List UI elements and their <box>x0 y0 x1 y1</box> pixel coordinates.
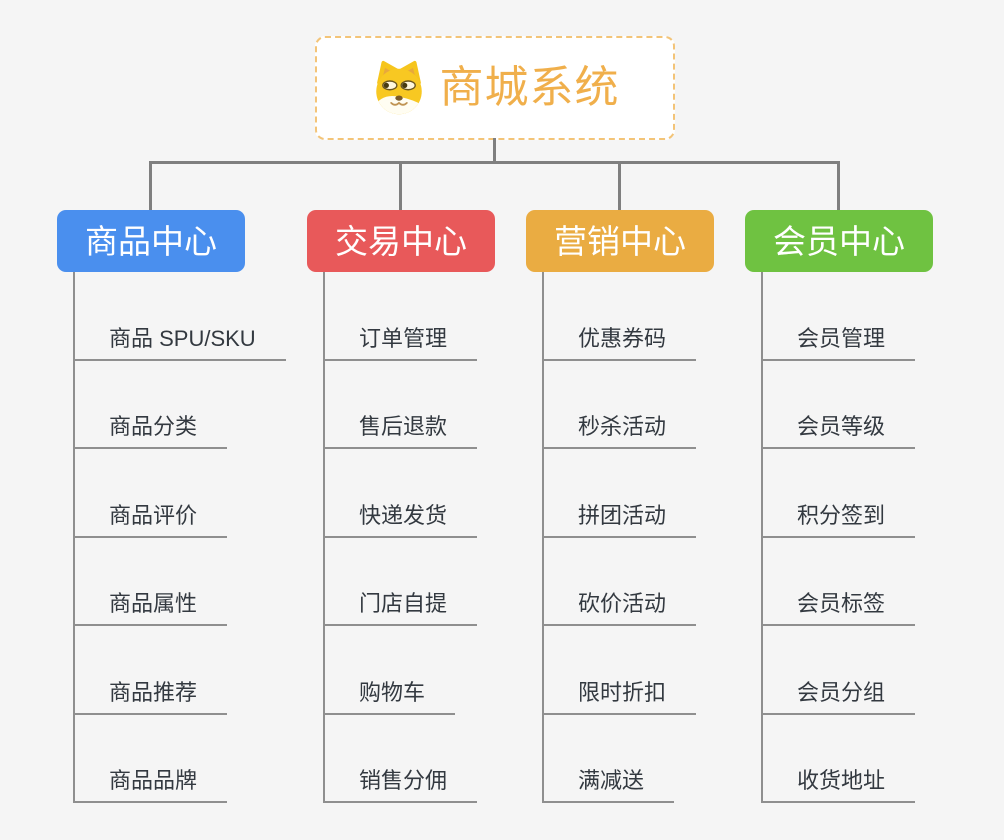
branch-drop-line <box>618 161 621 211</box>
leaf-label: 商品 SPU/SKU <box>75 327 286 361</box>
leaf-item[interactable]: 售后退款 <box>325 361 478 449</box>
branch-children-trade-center: 订单管理 售后退款 快递发货 门店自提 购物车 销售分佣 <box>323 272 478 803</box>
branch-drop-line <box>399 161 402 211</box>
leaf-item[interactable]: 砍价活动 <box>544 538 697 626</box>
leaf-item[interactable]: 快递发货 <box>325 449 478 538</box>
leaf-item[interactable]: 会员管理 <box>763 272 916 361</box>
leaf-item[interactable]: 商品分类 <box>75 361 286 449</box>
leaf-label: 砍价活动 <box>544 593 697 626</box>
leaf-label: 售后退款 <box>325 416 478 449</box>
leaf-item[interactable]: 销售分佣 <box>325 715 478 803</box>
leaf-label: 会员分组 <box>763 681 916 715</box>
branch-label: 营销中心 <box>554 222 686 260</box>
branch-label: 会员中心 <box>773 222 905 260</box>
leaf-label: 会员等级 <box>763 416 916 449</box>
leaf-label: 满减送 <box>544 770 675 803</box>
leaf-item[interactable]: 商品推荐 <box>75 626 286 715</box>
leaf-label: 商品推荐 <box>75 681 228 715</box>
leaf-item[interactable]: 门店自提 <box>325 538 478 626</box>
leaf-item[interactable]: 限时折扣 <box>544 626 697 715</box>
leaf-item[interactable]: 满减送 <box>544 715 696 803</box>
branch-children-marketing-center: 优惠券码 秒杀活动 拼团活动 砍价活动 限时折扣 满减送 <box>542 272 697 803</box>
leaf-item[interactable]: 会员标签 <box>763 538 916 626</box>
leaf-label: 秒杀活动 <box>544 416 697 449</box>
branch-drop-line <box>149 161 152 211</box>
leaf-item[interactable]: 会员分组 <box>763 626 916 715</box>
root-trunk-line <box>493 138 496 164</box>
leaf-label: 购物车 <box>325 681 456 715</box>
leaf-item[interactable]: 订单管理 <box>325 272 478 361</box>
branch-children-product-center: 商品 SPU/SKU 商品分类 商品评价 商品属性 商品推荐 商品品牌 <box>73 272 286 803</box>
leaf-item[interactable]: 优惠券码 <box>544 272 697 361</box>
root-node-mall-system[interactable]: 商城系统 <box>315 36 675 140</box>
branch-node-marketing-center[interactable]: 营销中心 <box>526 210 714 272</box>
leaf-item[interactable]: 会员等级 <box>763 361 916 449</box>
root-label: 商城系统 <box>439 63 620 112</box>
leaf-label: 优惠券码 <box>544 327 697 361</box>
branch-children-member-center: 会员管理 会员等级 积分签到 会员标签 会员分组 收货地址 <box>761 272 916 803</box>
leaf-item[interactable]: 商品 SPU/SKU <box>75 272 286 361</box>
leaf-label: 订单管理 <box>325 327 478 361</box>
leaf-item[interactable]: 购物车 <box>325 626 477 715</box>
leaf-label: 商品分类 <box>75 416 228 449</box>
leaf-item[interactable]: 商品属性 <box>75 538 286 626</box>
leaf-item[interactable]: 拼团活动 <box>544 449 697 538</box>
branch-node-trade-center[interactable]: 交易中心 <box>307 210 495 272</box>
leaf-label: 限时折扣 <box>544 681 697 715</box>
branch-node-member-center[interactable]: 会员中心 <box>745 210 933 272</box>
leaf-item[interactable]: 积分签到 <box>763 449 916 538</box>
leaf-item[interactable]: 收货地址 <box>763 715 916 803</box>
leaf-item[interactable]: 秒杀活动 <box>544 361 697 449</box>
leaf-label: 收货地址 <box>763 770 916 803</box>
branch-node-product-center[interactable]: 商品中心 <box>57 210 245 272</box>
leaf-label: 商品品牌 <box>75 770 228 803</box>
leaf-item[interactable]: 商品品牌 <box>75 715 286 803</box>
branch-label: 商品中心 <box>85 222 217 260</box>
leaf-label: 商品属性 <box>75 593 228 626</box>
doge-icon <box>371 60 427 116</box>
leaf-label: 会员管理 <box>763 327 916 361</box>
leaf-label: 销售分佣 <box>325 770 478 803</box>
leaf-label: 门店自提 <box>325 593 478 626</box>
leaf-label: 会员标签 <box>763 593 916 626</box>
branch-bus-line <box>150 161 840 164</box>
leaf-label: 积分签到 <box>763 504 916 538</box>
branch-label: 交易中心 <box>335 222 467 260</box>
branch-drop-line <box>837 161 840 211</box>
leaf-item[interactable]: 商品评价 <box>75 449 286 538</box>
leaf-label: 快递发货 <box>325 504 478 538</box>
leaf-label: 商品评价 <box>75 504 228 538</box>
leaf-label: 拼团活动 <box>544 504 697 538</box>
